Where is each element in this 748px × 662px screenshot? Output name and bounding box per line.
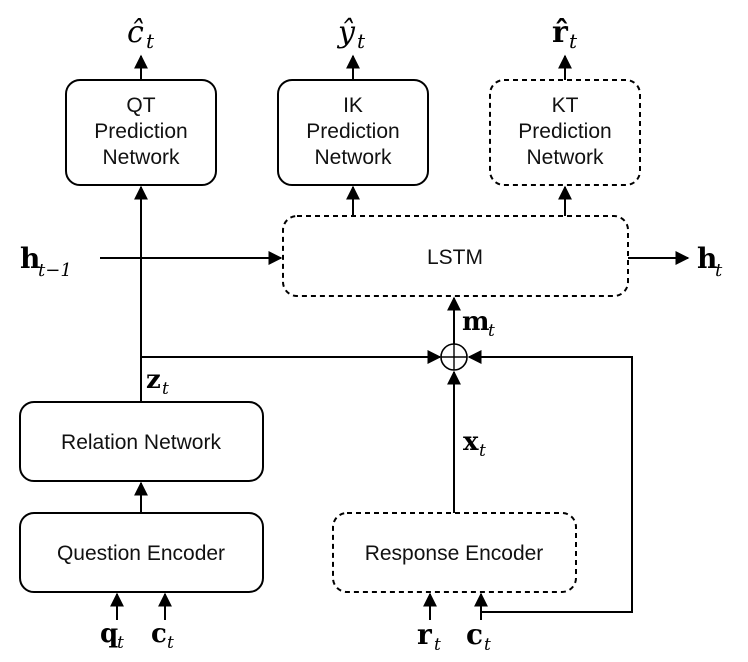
h-t-label: h t <box>697 242 723 281</box>
svg-text:t: t <box>715 260 723 281</box>
svg-text:t: t <box>357 29 366 53</box>
c-t-left-label: c t <box>151 619 174 653</box>
svg-text:x: x <box>463 427 479 457</box>
ik-label-line2: Prediction <box>306 120 399 143</box>
svg-text:ĉ: ĉ <box>127 15 144 50</box>
svg-text:t: t <box>484 635 491 655</box>
svg-text:t: t <box>569 29 578 53</box>
oplus-node <box>440 343 468 371</box>
z-t-label: z t <box>146 365 169 399</box>
kt-label-line2: Prediction <box>518 120 611 143</box>
x-t-label: x t <box>463 427 486 461</box>
question-encoder-box: Question Encoder <box>19 512 264 593</box>
kt-label-line1: KT <box>552 94 579 117</box>
svg-text:r̂: r̂ <box>552 15 569 50</box>
ik-prediction-network: IK Prediction Network <box>277 79 429 186</box>
response-encoder-label: Response Encoder <box>365 542 544 565</box>
ik-label-line3: Network <box>314 146 392 169</box>
svg-text:t: t <box>117 633 124 653</box>
relation-network-label: Relation Network <box>61 431 221 454</box>
qt-label-line3: Network <box>102 146 180 169</box>
svg-text:t: t <box>167 633 174 653</box>
r-hat-label: r̂ t <box>552 15 578 53</box>
svg-text:z: z <box>146 365 161 395</box>
qt-label-line2: Prediction <box>94 120 187 143</box>
svg-text:t−1: t−1 <box>38 260 72 281</box>
c-hat-label: ĉ t <box>127 15 155 53</box>
svg-text:t: t <box>146 29 155 53</box>
svg-text:r: r <box>417 618 433 651</box>
svg-text:t: t <box>434 635 441 655</box>
lstm-label: LSTM <box>427 246 483 269</box>
question-encoder-label: Question Encoder <box>57 542 225 565</box>
m-t-label: m t <box>462 307 495 341</box>
q-t-label: q t <box>100 619 124 653</box>
svg-text:h: h <box>20 242 40 275</box>
response-encoder-box: Response Encoder <box>332 512 577 593</box>
svg-text:c: c <box>151 619 167 649</box>
svg-text:q: q <box>100 619 118 649</box>
ik-label-line1: IK <box>343 94 363 117</box>
kt-label-line3: Network <box>526 146 604 169</box>
qt-label-line1: QT <box>126 94 155 117</box>
svg-text:t: t <box>479 441 486 461</box>
svg-text:t: t <box>488 321 495 341</box>
svg-text:h: h <box>697 242 717 275</box>
y-hat-label: ŷ t <box>336 15 366 53</box>
svg-text:c: c <box>466 618 483 651</box>
svg-text:t: t <box>162 379 169 399</box>
c-t-right-label: c t <box>466 618 491 655</box>
c-loop-to-oplus-arrow <box>467 350 633 613</box>
svg-text:m: m <box>462 307 490 337</box>
lstm-box: LSTM <box>282 215 629 297</box>
kt-prediction-network: KT Prediction Network <box>489 79 641 186</box>
svg-text:ŷ: ŷ <box>336 15 356 50</box>
h-prev-label: h t−1 <box>20 242 72 281</box>
qt-prediction-network: QT Prediction Network <box>65 79 217 186</box>
r-t-label: r t <box>417 618 441 655</box>
relation-network-box: Relation Network <box>19 401 264 482</box>
